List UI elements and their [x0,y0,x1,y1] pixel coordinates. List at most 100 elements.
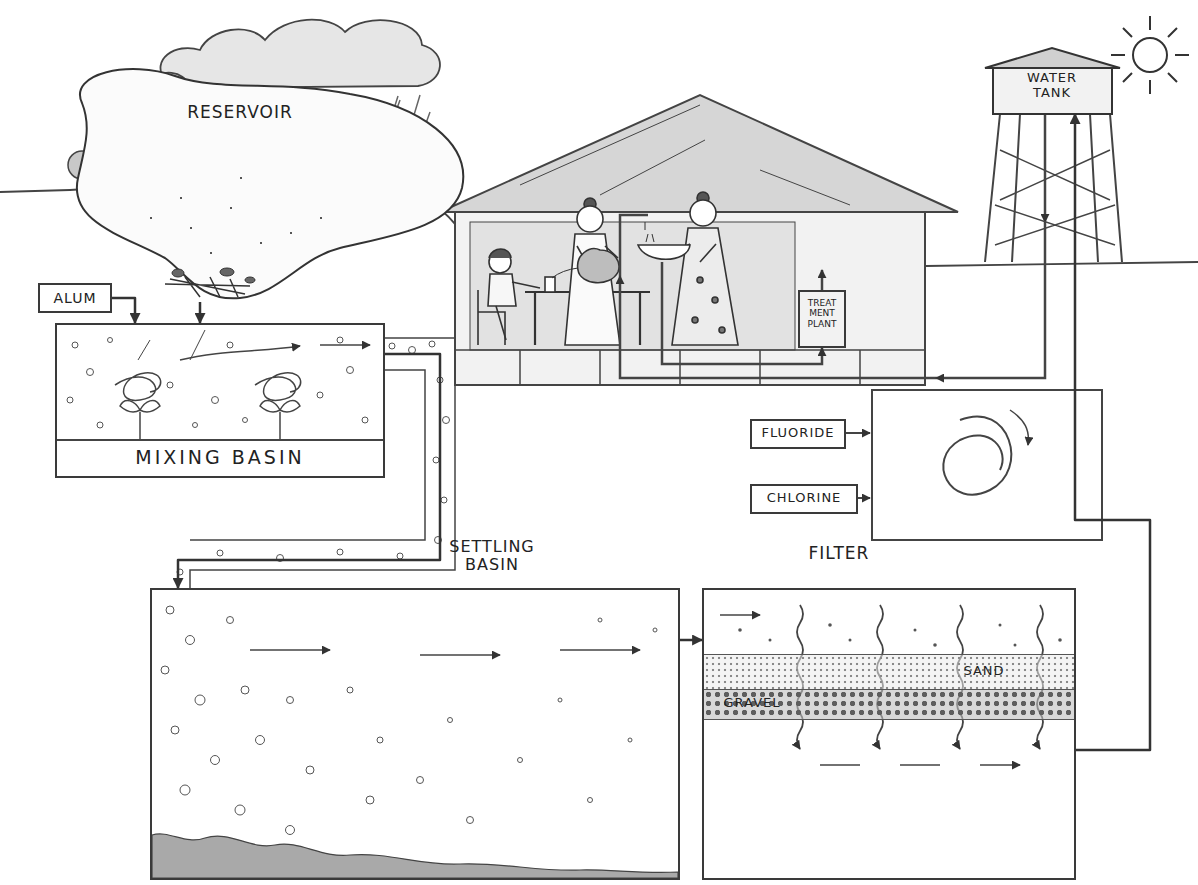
settling-particles [235,805,245,815]
floc-particles [167,382,173,388]
people [489,249,511,258]
pipe [821,270,824,290]
floc-particles [409,347,416,354]
sludge [152,834,678,878]
filter-particles [828,623,832,627]
landscape [926,262,1198,266]
mixing-deco [120,400,160,440]
node-label: TREAT MENT PLANT [800,298,844,329]
filter-particles [1058,638,1062,642]
mixing-chamber [858,497,870,499]
sand-layer: SAND [704,654,1074,690]
chemical-box: CHLORINE [750,484,858,514]
house [440,95,958,385]
people [690,200,716,226]
chemical-box: ALUM [38,283,112,313]
filter-particles [769,639,772,642]
people [565,234,620,345]
house [455,212,925,385]
settling-particles [417,777,424,784]
settling-basin: SETTLING BASIN [150,588,680,880]
settling-particles [287,697,294,704]
filter-particles [738,623,1062,647]
mixing-deco [55,330,385,440]
house [520,105,850,205]
floc-particles [337,549,343,555]
filter-particles [933,643,937,647]
filter-particles [738,628,742,632]
filter-particles [1014,644,1017,647]
floc-particles [441,497,447,503]
pipe [936,377,960,379]
floc-particles [337,337,343,343]
flow-pipe [199,302,202,323]
floc-particles [433,457,439,463]
node-label: ALUM [40,290,110,306]
mixing-deco [55,439,385,441]
house [440,95,958,212]
flow-pipe [178,354,440,588]
settling-particles [171,726,179,734]
settling-particles [467,817,474,824]
mixing-deco [255,373,301,401]
mixing-basin: MIXING BASIN [55,323,385,478]
people [719,327,725,333]
people [578,249,619,283]
settling-particles [186,636,195,645]
mixing-deco [138,330,205,360]
floc-particles [227,342,233,348]
people [478,192,738,345]
tower-legs [995,150,1115,245]
house [470,222,795,350]
mixing-deco [320,344,370,346]
reservoir-outline [172,268,255,283]
reservoir-outline [150,178,322,253]
flow-pipe [1075,114,1150,750]
floc-particles [97,422,103,428]
floc-particles [347,367,354,374]
settling-particles [653,628,657,632]
mixing-chamber [846,390,1102,540]
sun [1111,16,1189,94]
people [496,282,540,340]
mixing-deco [260,400,300,440]
people [712,297,718,303]
mixing-chamber [846,432,870,434]
node-label: SETTLING BASIN [437,538,547,575]
node-label: FLUORIDE [752,426,844,441]
flow-pipe [112,298,135,323]
people [697,277,703,283]
node-label: SAND [954,664,1014,679]
floc-particles [243,418,248,423]
mixing-deco [115,373,161,401]
floc-particles [443,417,450,424]
pipe [1044,200,1046,222]
people [638,245,690,259]
floc-particles [397,553,403,559]
settling-particles [286,826,295,835]
node-label: FILTER [799,544,879,564]
chemical-box: FLUORIDE [750,419,846,449]
settling-deco [420,654,500,656]
people [692,317,698,323]
reservoir-outline [60,58,472,302]
tower-legs [985,114,1122,262]
node-label: GRAVEL [712,696,792,711]
people [552,268,578,278]
settling-particles [306,766,314,774]
floc-particles [193,423,198,428]
settling-particles [211,756,220,765]
people [488,274,516,306]
node-label: CHLORINE [752,491,856,506]
house [455,350,925,385]
floc-particles [67,397,73,403]
settling-particles [180,785,190,795]
treatment-plant-box: TREAT MENT PLANT [798,290,846,348]
filter-particles [999,624,1002,627]
floc-particles [87,369,94,376]
people [645,222,654,242]
pipe [620,114,1045,378]
pipe [619,276,621,300]
settling-deco [560,649,640,651]
people [577,206,603,232]
